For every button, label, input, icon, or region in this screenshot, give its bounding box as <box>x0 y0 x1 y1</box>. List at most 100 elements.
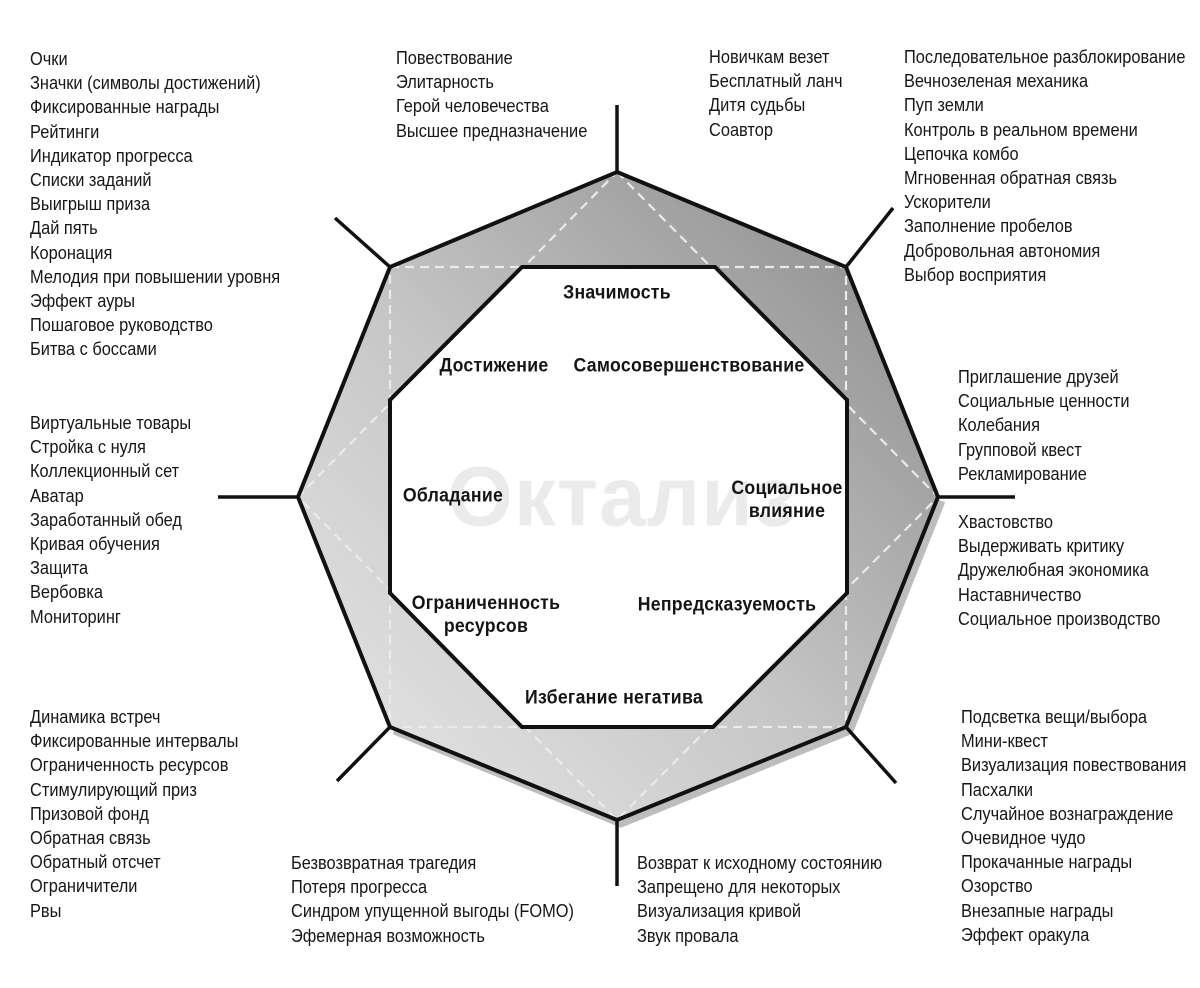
technique-item: Социальное производство <box>958 608 1161 629</box>
technique-item: Индикатор прогресса <box>30 145 193 166</box>
drive-accomplishment: Достижение <box>439 355 549 377</box>
technique-item: Потеря прогресса <box>291 877 428 898</box>
technique-item: Безвозвратная трагедия <box>291 853 477 873</box>
drive-ownership: Обладание <box>402 485 504 507</box>
technique-item: Защита <box>30 558 89 579</box>
drive-social-influence: Социальное влияние <box>731 477 842 523</box>
technique-item: Очевидное чудо <box>961 827 1086 848</box>
techniques-bottom-center-right: Возврат к исходному состоянию Запрещено … <box>637 851 882 948</box>
technique-item: Новичкам везет <box>709 47 830 67</box>
technique-item: Синдром упущенной выгоды (FOMO) <box>291 901 574 922</box>
technique-item: Случайное вознаграждение <box>961 803 1174 824</box>
technique-item: Мини-квест <box>961 731 1048 752</box>
technique-item: Озорство <box>961 876 1033 897</box>
drive-unpredictability: Непредсказуемость <box>637 594 817 616</box>
technique-item: Возврат к исходному состоянию <box>637 853 883 873</box>
technique-item: Хвастовство <box>958 512 1054 532</box>
technique-item: Очки <box>30 49 68 69</box>
techniques-right-lower: Хвастовство Выдерживать критику Дружелюб… <box>958 510 1160 631</box>
technique-item: Заполнение пробелов <box>904 216 1073 237</box>
techniques-right-upper: Приглашение друзей Социальные ценности К… <box>958 365 1130 486</box>
technique-item: Значки (символы достижений) <box>30 73 261 94</box>
technique-item: Ограниченность ресурсов <box>30 755 229 776</box>
technique-item: Виртуальные товары <box>30 413 192 433</box>
technique-item: Запрещено для некоторых <box>637 877 841 898</box>
technique-item: Герой человечества <box>396 96 549 117</box>
drive-social-influence-line1: Социальное <box>731 478 843 499</box>
technique-item: Списки заданий <box>30 169 152 190</box>
technique-item: Коллекционный сет <box>30 461 180 482</box>
technique-item: Заработанный обед <box>30 509 182 530</box>
techniques-bottom-center-left: Безвозвратная трагедия Потеря прогресса … <box>291 851 574 948</box>
spoke-upper-right <box>844 206 895 269</box>
technique-item: Динамика встреч <box>30 707 161 727</box>
drive-scarcity-line1: Ограниченность <box>411 593 561 614</box>
spoke-lower-right <box>844 725 898 785</box>
technique-item: Фиксированные награды <box>30 97 220 118</box>
techniques-bottom-right: Подсветка вещи/выбора Мини-квест Визуали… <box>961 705 1186 947</box>
technique-item: Контроль в реальном времени <box>904 119 1138 140</box>
technique-item: Эффект ауры <box>30 290 136 311</box>
technique-item: Дружелюбная экономика <box>958 560 1149 581</box>
drive-scarcity-line2: ресурсов <box>443 616 529 637</box>
watermark-title: Октализ <box>447 449 797 544</box>
technique-item: Приглашение друзей <box>958 367 1119 387</box>
technique-item: Визуализация кривой <box>637 901 802 922</box>
technique-item: Кривая обучения <box>30 533 160 554</box>
technique-item: Звук провала <box>637 925 739 946</box>
spoke-upper-left <box>333 216 392 269</box>
technique-item: Выигрыш приза <box>30 194 151 215</box>
drive-avoidance: Избегание негатива <box>525 687 703 709</box>
technique-item: Прокачанные награды <box>961 852 1133 873</box>
technique-item: Рекламирование <box>958 463 1087 484</box>
inner-octagon <box>388 265 849 729</box>
techniques-top-right: Последовательное разблокирование Вечнозе… <box>904 45 1185 287</box>
drive-scarcity: Ограниченность ресурсов <box>412 592 561 638</box>
technique-item: Обратный отсчет <box>30 852 161 873</box>
technique-item: Повествование <box>396 48 513 68</box>
techniques-bottom-left: Динамика встреч Фиксированные интервалы … <box>30 705 238 923</box>
octagon-shadow <box>392 499 946 828</box>
technique-item: Обратная связь <box>30 827 151 848</box>
drive-social-influence-line2: влияние <box>748 501 826 522</box>
technique-item: Стимулирующий приз <box>30 779 197 800</box>
techniques-top-center-left: Повествование Элитарность Герой человече… <box>396 46 587 143</box>
technique-item: Подсветка вещи/выбора <box>961 707 1148 727</box>
technique-item: Рвы <box>30 900 62 921</box>
technique-item: Добровольная автономия <box>904 240 1101 261</box>
technique-item: Битва с боссами <box>30 339 157 360</box>
technique-item: Наставничество <box>958 584 1082 605</box>
technique-item: Эффект оракула <box>961 924 1090 945</box>
technique-item: Колебания <box>958 415 1040 436</box>
technique-item: Мониторинг <box>30 606 121 627</box>
techniques-top-center-right: Новичкам везет Бесплатный ланч Дитя судь… <box>709 45 842 142</box>
technique-item: Групповой квест <box>958 439 1082 460</box>
technique-item: Пасхалки <box>961 779 1034 800</box>
technique-item: Пошаговое руководство <box>30 315 213 336</box>
technique-item: Элитарность <box>396 72 494 93</box>
technique-item: Дай пять <box>30 218 98 239</box>
spoke-lower-left <box>335 725 392 783</box>
technique-item: Цепочка комбо <box>904 143 1019 164</box>
spokes <box>218 105 1015 886</box>
techniques-left-middle: Виртуальные товары Стройка с нуля Коллек… <box>30 411 191 629</box>
technique-item: Внезапные награды <box>961 900 1114 921</box>
technique-item: Высшее предназначение <box>396 120 588 141</box>
technique-item: Выдерживать критику <box>958 536 1125 557</box>
technique-item: Визуализация повествования <box>961 755 1187 776</box>
technique-item: Бесплатный ланч <box>709 71 843 92</box>
technique-item: Последовательное разблокирование <box>904 47 1186 67</box>
technique-item: Ограничители <box>30 876 138 897</box>
technique-item: Мгновенная обратная связь <box>904 167 1118 188</box>
technique-item: Вечнозеленая механика <box>904 71 1089 92</box>
technique-item: Призовой фонд <box>30 803 149 824</box>
techniques-top-left: Очки Значки (символы достижений) Фиксиро… <box>30 47 280 361</box>
technique-item: Дитя судьбы <box>709 95 806 116</box>
drive-meaning: Значимость <box>563 282 671 304</box>
technique-item: Вербовка <box>30 582 103 603</box>
drive-empowerment: Самосовершенствование <box>573 355 805 377</box>
technique-item: Социальные ценности <box>958 391 1130 412</box>
technique-item: Выбор восприятия <box>904 264 1047 285</box>
technique-item: Пуп земли <box>904 95 984 116</box>
